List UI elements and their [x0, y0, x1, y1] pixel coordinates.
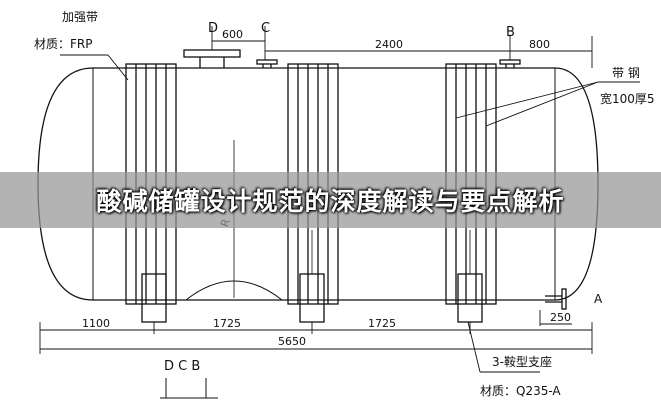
- callout-leaders: [60, 54, 640, 399]
- nozzle-a-side: [545, 288, 567, 310]
- dim-800: 800: [529, 38, 550, 51]
- callout-reinforcing-band: 加强带: [62, 10, 98, 24]
- label-nozzle-c: C: [261, 21, 270, 36]
- label-nozzle-a: A: [594, 292, 603, 306]
- dim-2400: 2400: [375, 38, 403, 51]
- dim-1725-right: 1725: [368, 317, 396, 330]
- callout-saddle-support: 3-鞍型支座: [492, 354, 552, 369]
- label-nozzle-b: B: [506, 25, 515, 40]
- bottom-nozzle-stubs: [165, 378, 207, 398]
- callout-saddle-material: 材质：Q235-A: [480, 384, 561, 398]
- callout-steel-strap: 带 钢: [612, 66, 640, 80]
- callout-material-frp: 材质：FRP: [34, 37, 92, 51]
- nozzle-b-top: [499, 59, 521, 68]
- label-nozzle-d: D: [208, 21, 218, 36]
- label-bottom-dcb: D C B: [164, 359, 200, 374]
- callout-strap-size: 宽100厚5: [600, 91, 655, 106]
- dim-5650: 5650: [278, 335, 306, 348]
- nozzle-c-top: [256, 59, 278, 68]
- nozzle-d-top: [183, 49, 241, 68]
- dim-250: 250: [550, 311, 571, 324]
- saddle-support-middle: [299, 273, 325, 323]
- dim-600: 600: [222, 28, 243, 41]
- saddle-support-right: [457, 273, 483, 323]
- bottom-dimension-lines: [39, 310, 593, 354]
- dim-1725-left: 1725: [213, 317, 241, 330]
- banner-title: 酸碱储罐设计规范的深度解读与要点解析: [96, 187, 565, 216]
- dim-1100: 1100: [82, 317, 110, 330]
- title-banner: 酸碱储罐设计规范的深度解读与要点解析: [0, 172, 661, 228]
- top-dimension-lines: [211, 26, 593, 68]
